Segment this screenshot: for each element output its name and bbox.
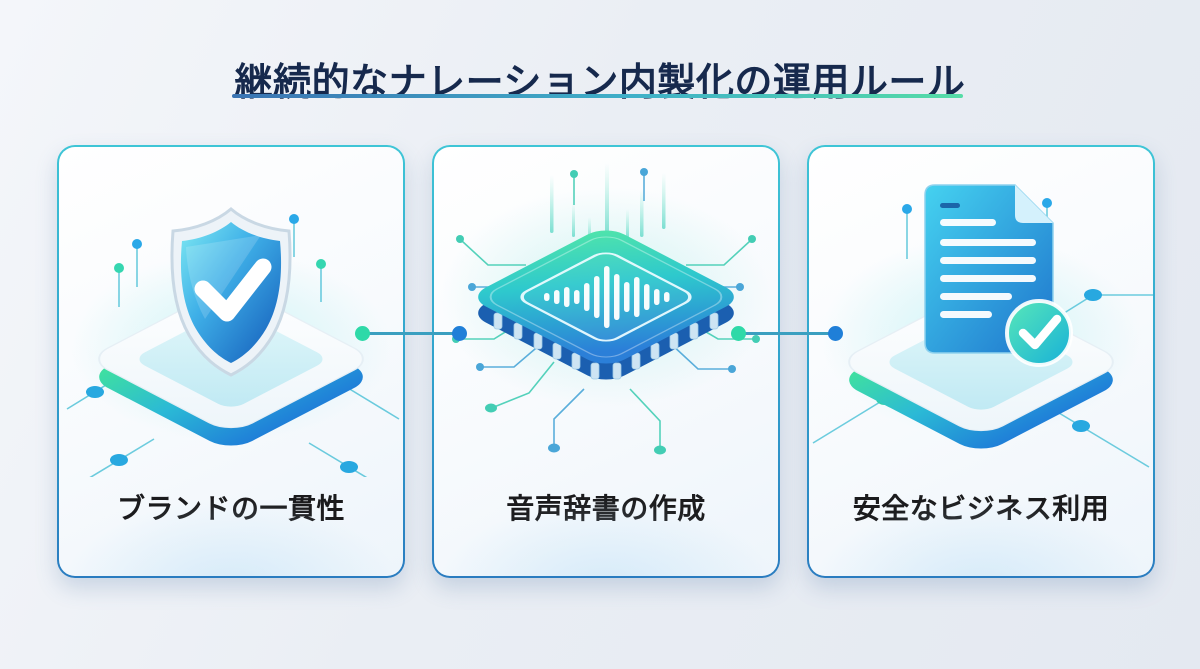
page-title: 継続的なナレーション内製化の運用ルール (234, 62, 966, 105)
document-check-icon (809, 147, 1153, 477)
title-underline (232, 94, 963, 98)
shield-check-icon (59, 147, 403, 477)
card-brand-consistency: ブランドの一貫性 (57, 145, 405, 578)
card-label: 音声辞書の作成 (506, 493, 706, 524)
card-label: ブランドの一貫性 (116, 493, 345, 524)
card-secure-business: 安全なビジネス利用 (807, 145, 1155, 578)
card-voice-dictionary: 音声辞書の作成 (432, 145, 780, 578)
card-row: ブランドの一貫性 (57, 145, 1155, 578)
card-label: 安全なビジネス利用 (852, 493, 1110, 524)
voice-waveform-chip-icon (434, 147, 778, 477)
